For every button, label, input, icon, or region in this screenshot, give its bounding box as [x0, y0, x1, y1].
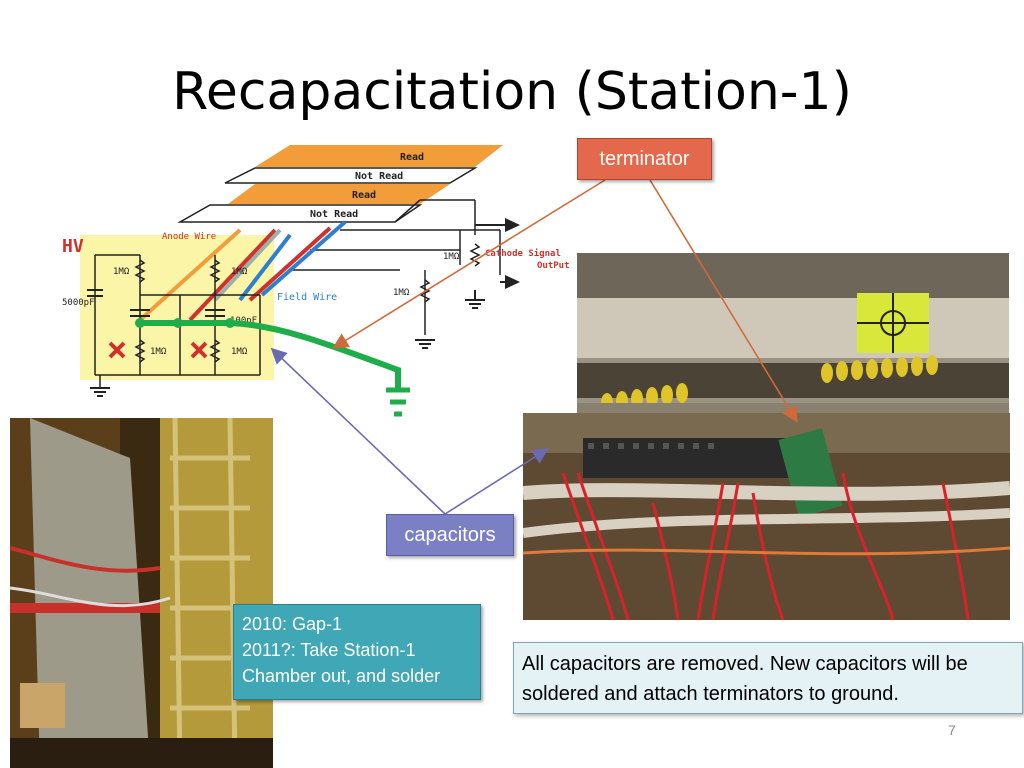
resistor-label: 1MΩ	[150, 347, 167, 357]
plane-label-notread-1: Not Read	[355, 171, 403, 182]
plane-label-read-1: Read	[400, 152, 424, 163]
field-wire-label: Field Wire	[277, 292, 337, 303]
plane-read-1	[255, 145, 503, 167]
plane-read-2	[228, 184, 450, 204]
terminator-callout: terminator	[577, 138, 712, 180]
timeline-line: Chamber out, and solder	[242, 666, 441, 686]
summary-note: All capacitors are removed. New capacito…	[513, 642, 1023, 714]
timeline-line: 2011?: Take Station-1	[242, 640, 416, 660]
resistor-label: 1MΩ	[113, 267, 130, 277]
page-number: 7	[948, 722, 956, 738]
plane-label-read-2: Read	[352, 190, 376, 201]
photo-capacitor-board	[523, 413, 1010, 620]
plane-notread-1	[224, 167, 478, 184]
output-label: OutPut	[537, 261, 570, 271]
resistor-label: 1MΩ	[231, 347, 248, 357]
capacitors-callout: capacitors	[386, 514, 514, 556]
anode-wire-label: Anode Wire	[162, 232, 216, 242]
slide-title: Recapacitation (Station-1)	[172, 62, 852, 122]
capacitor-hv-label: 5000pF	[62, 298, 95, 308]
cathode-signal-label: Cathode Signal	[485, 248, 561, 259]
resistor-label: 1MΩ	[443, 252, 460, 262]
photo-chamber-station	[10, 418, 273, 768]
hv-label: HV	[62, 236, 84, 257]
removed-capacitor-marks	[108, 341, 208, 359]
timeline-line: 2010: Gap-1	[242, 614, 343, 634]
plane-notread-2	[177, 204, 423, 223]
resistor-label: 1MΩ	[231, 267, 248, 277]
resistor-label: 1MΩ	[393, 288, 410, 298]
hv-circuit-box	[80, 235, 274, 380]
plane-label-notread-2: Not Read	[310, 209, 358, 220]
timeline-note: 2010: Gap-1 2011?: Take Station-1 Chambe…	[233, 604, 481, 700]
